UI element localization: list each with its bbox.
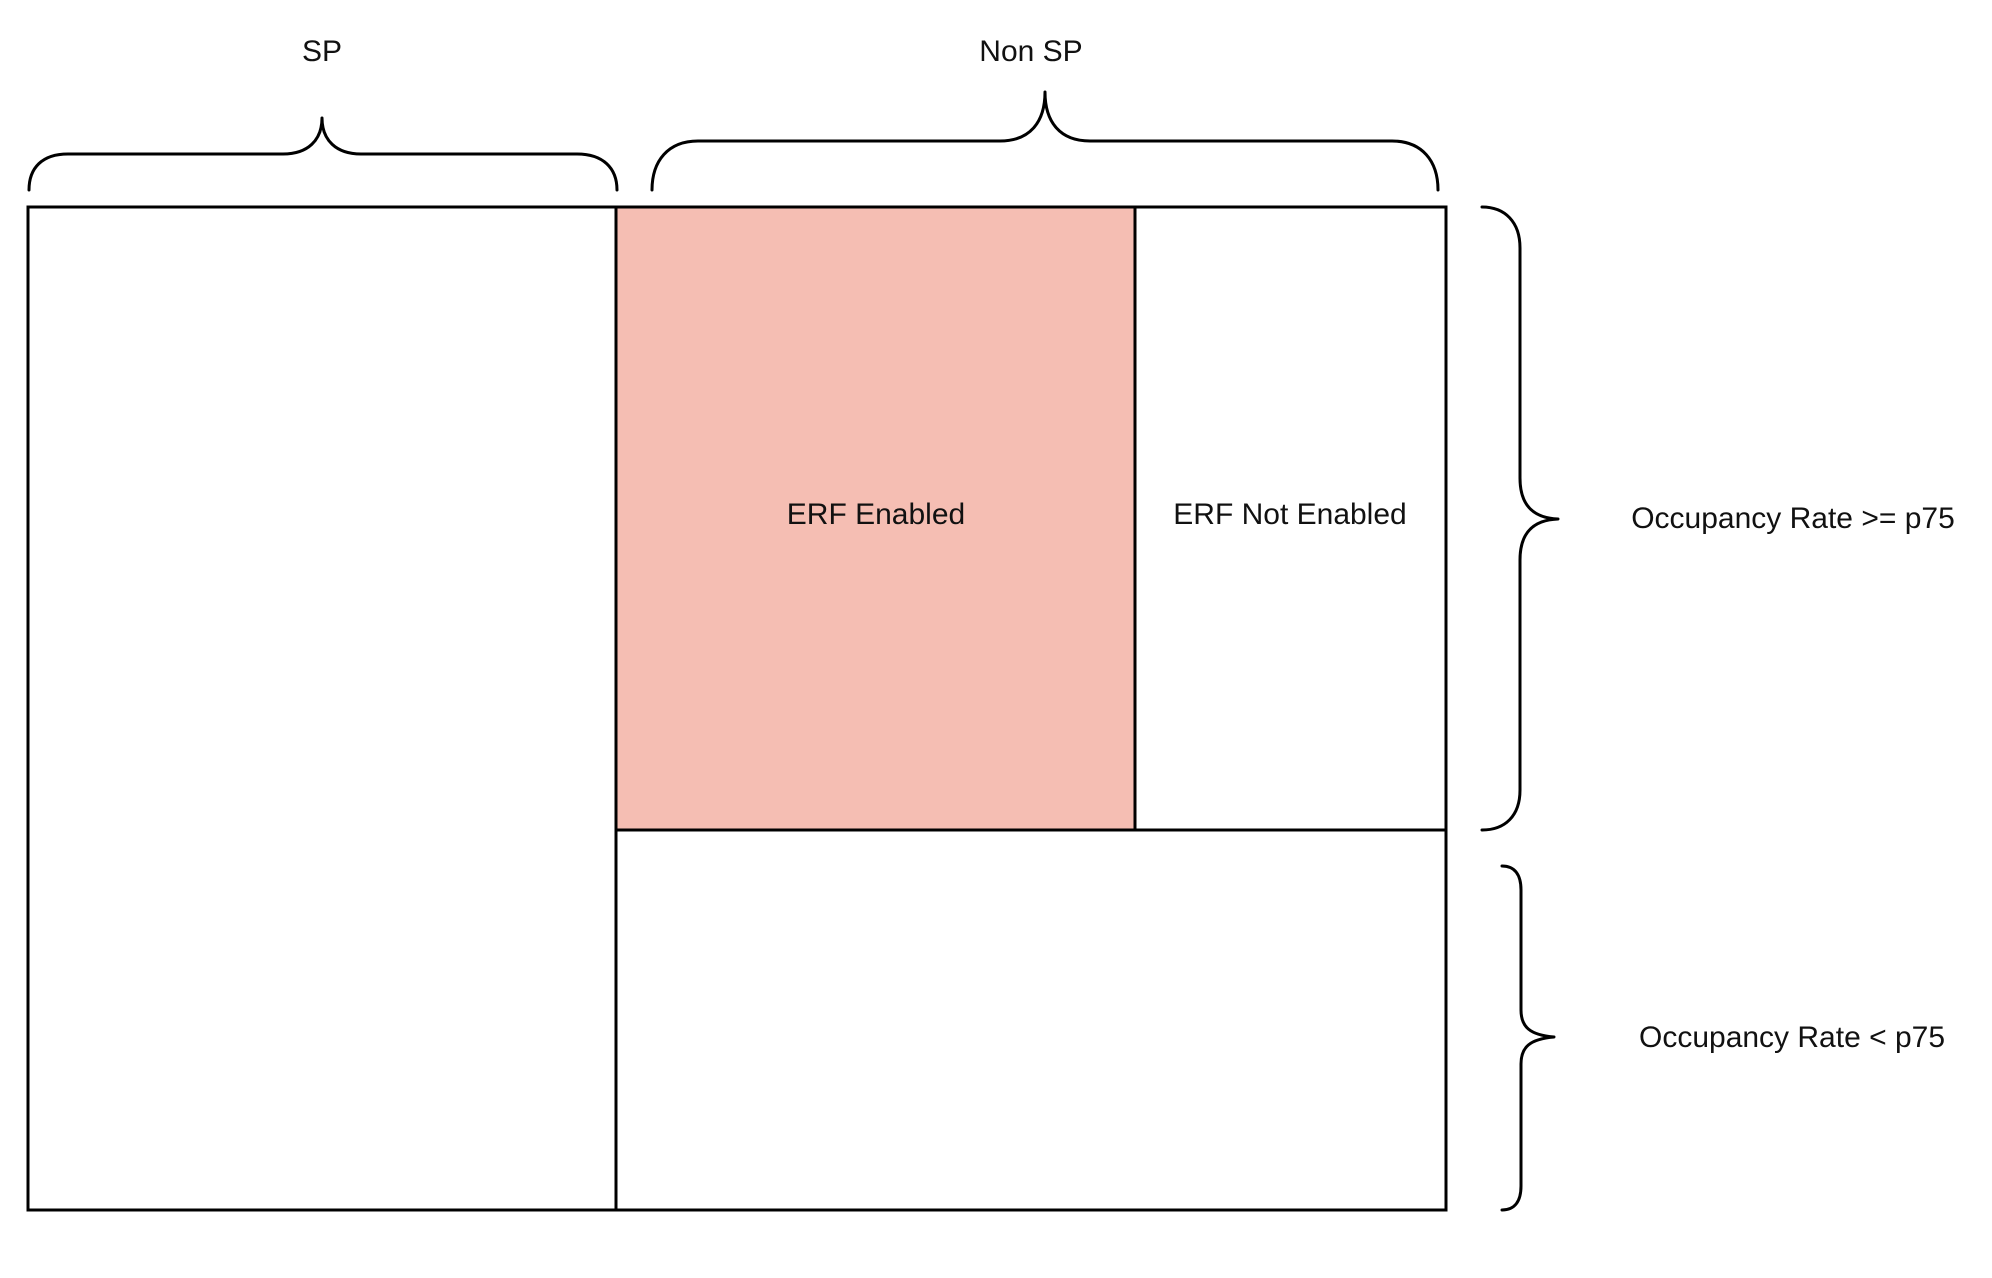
erf-enabled-cell — [614, 205, 1137, 832]
non-sp-low-occupancy-cell — [614, 828, 1448, 1212]
occupancy-low-brace — [1500, 864, 1556, 1212]
occupancy-high-brace — [1480, 205, 1560, 832]
sp-brace — [27, 116, 619, 192]
non-sp-label: Non SP — [979, 35, 1082, 68]
erf-enabled-label: ERF Enabled — [787, 498, 965, 531]
occupancy-high-label: Occupancy Rate >= p75 — [1631, 502, 1955, 535]
sp-label: SP — [302, 35, 342, 68]
erf-not-enabled-cell — [1133, 205, 1448, 832]
erf-not-enabled-label: ERF Not Enabled — [1173, 498, 1406, 531]
sp-cell — [26, 205, 618, 1212]
non-sp-brace — [650, 90, 1440, 192]
occupancy-low-label: Occupancy Rate < p75 — [1639, 1021, 1945, 1054]
